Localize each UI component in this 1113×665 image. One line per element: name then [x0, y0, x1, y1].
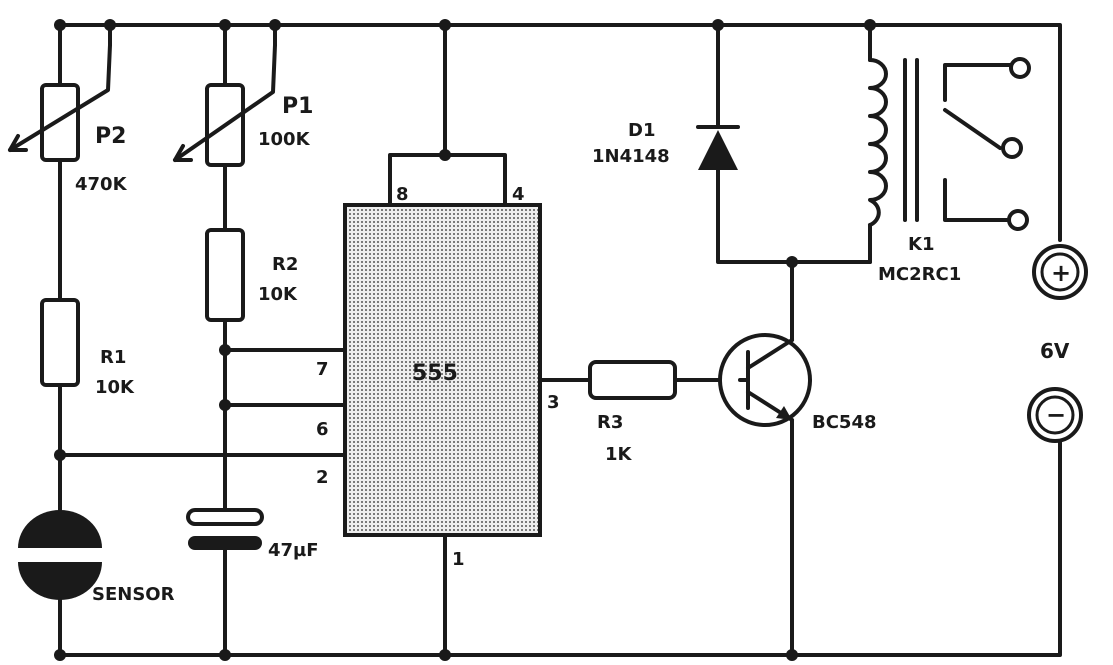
relay-name: K1	[908, 234, 934, 255]
supply-voltage: 6V	[1040, 339, 1070, 363]
junctions	[54, 19, 876, 661]
r1-name: R1	[100, 347, 126, 368]
resistor-r2: R2 10K	[205, 228, 298, 322]
p1-name: P1	[282, 94, 313, 119]
pin-8: 8	[396, 184, 409, 205]
potentiometer-p1: P1 100K	[173, 43, 313, 167]
ic-label: 555	[412, 361, 458, 386]
diode-name: D1	[628, 120, 655, 141]
pin-3: 3	[547, 392, 560, 413]
pin-4: 4	[512, 184, 525, 205]
transistor-part: BC548	[812, 412, 877, 433]
potentiometer-p2: P2 470K	[8, 43, 128, 195]
ic-555: 555 8 4 7 6 2 3 1	[316, 184, 560, 570]
transistor-bc548: BC548	[718, 333, 877, 433]
r3-value: 1K	[605, 444, 633, 465]
relay-k1: K1 MC2RC1	[868, 57, 1031, 285]
supply-terminals: + 6V −	[1027, 244, 1088, 443]
capacitor-value: 47µF	[268, 540, 319, 561]
sensor-label: SENSOR	[92, 584, 175, 605]
resistor-r1: R1 10K	[40, 298, 135, 398]
r2-value: 10K	[258, 284, 298, 305]
plus-sign: +	[1051, 259, 1071, 287]
p2-value: 470K	[75, 174, 128, 195]
resistor-r3: R3 1K	[588, 360, 677, 465]
diode-part: 1N4148	[592, 146, 670, 167]
diode-d1: D1 1N4148	[592, 120, 740, 170]
r1-value: 10K	[95, 377, 135, 398]
pin-1: 1	[452, 549, 465, 570]
pin-2: 2	[316, 467, 329, 488]
sensor: SENSOR	[18, 510, 175, 605]
r3-name: R3	[597, 412, 623, 433]
pin-7: 7	[316, 359, 329, 380]
minus-sign: −	[1046, 401, 1066, 429]
relay-part: MC2RC1	[878, 264, 961, 285]
pin-6: 6	[316, 419, 329, 440]
capacitor-47uf: 47µF	[186, 508, 319, 561]
r2-name: R2	[272, 254, 298, 275]
p1-value: 100K	[258, 129, 311, 150]
p2-name: P2	[95, 124, 126, 149]
